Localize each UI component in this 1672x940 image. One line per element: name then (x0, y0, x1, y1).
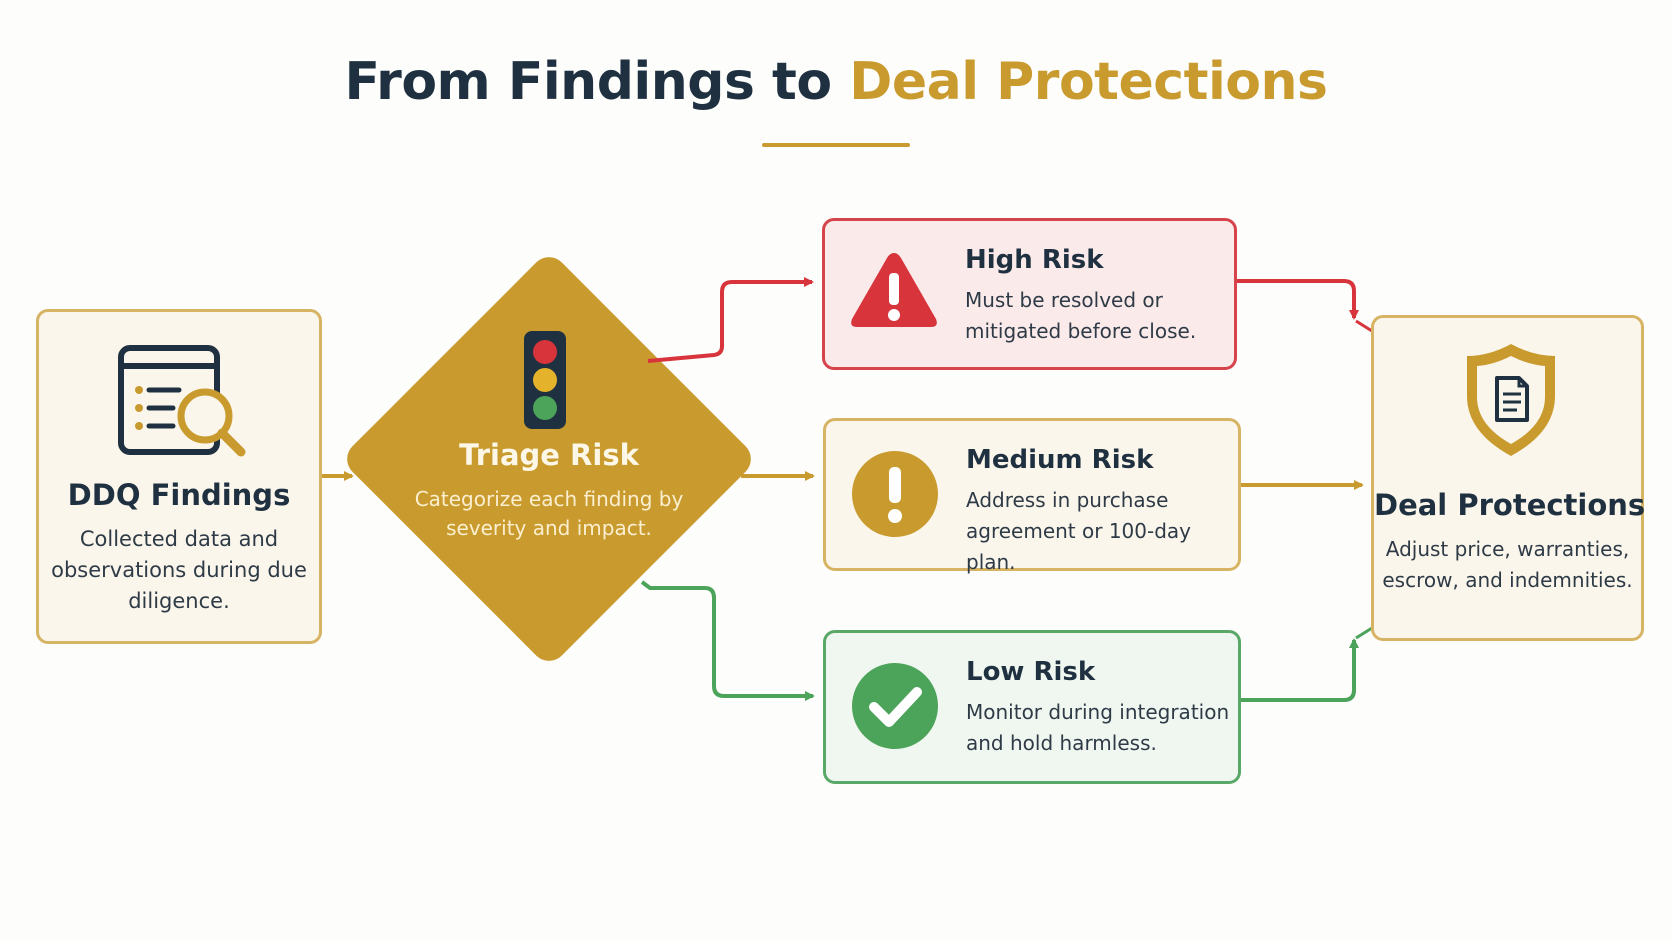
triage-description: Categorize each finding by severity and … (414, 487, 684, 540)
title-accent: Deal Protections (849, 52, 1328, 112)
low-risk-description: Monitor during integration and hold harm… (966, 700, 1230, 755)
protections-description: Adjust price, warranties, escrow, and in… (1382, 537, 1633, 592)
high-risk-description: Must be resolved or mitigated before clo… (965, 288, 1197, 343)
deal-protections-card: Deal Protections Adjust price, warrantie… (1371, 315, 1646, 641)
connector-low-to-protections (1241, 638, 1359, 702)
connector-triage-to-low (640, 580, 815, 701)
traffic-light-icon (524, 331, 566, 429)
title-underline (762, 143, 910, 147)
title-main: From Findings to (344, 52, 850, 112)
check-circle-icon (852, 663, 938, 749)
connector-triage-to-high (647, 277, 814, 363)
medium-risk-description: Address in purchase agreement or 100-day… (966, 488, 1191, 574)
medium-risk-card: Medium Risk Address in purchase agreemen… (823, 418, 1241, 574)
low-risk-title: Low Risk (966, 657, 1096, 687)
ddq-title: DDQ Findings (67, 478, 291, 512)
page-title: From Findings to Deal Protections (0, 52, 1672, 112)
high-risk-title: High Risk (965, 245, 1104, 275)
triage-diamond (347, 257, 751, 661)
medium-risk-title: Medium Risk (966, 445, 1154, 475)
exclamation-circle-icon (852, 451, 938, 537)
high-risk-card: High Risk Must be resolved or mitigated … (822, 218, 1237, 370)
ddq-description: Collected data and observations during d… (51, 527, 307, 613)
connector-high-to-protections (1237, 279, 1359, 320)
document-search-icon (118, 345, 246, 457)
protections-title: Deal Protections (1374, 488, 1646, 522)
warning-triangle-icon (851, 253, 937, 327)
triage-title: Triage Risk (459, 438, 639, 472)
shield-document-icon (1467, 344, 1555, 456)
low-risk-card: Low Risk Monitor during integration and … (823, 630, 1241, 784)
ddq-findings-card: DDQ Findings Collected data and observat… (36, 309, 322, 644)
